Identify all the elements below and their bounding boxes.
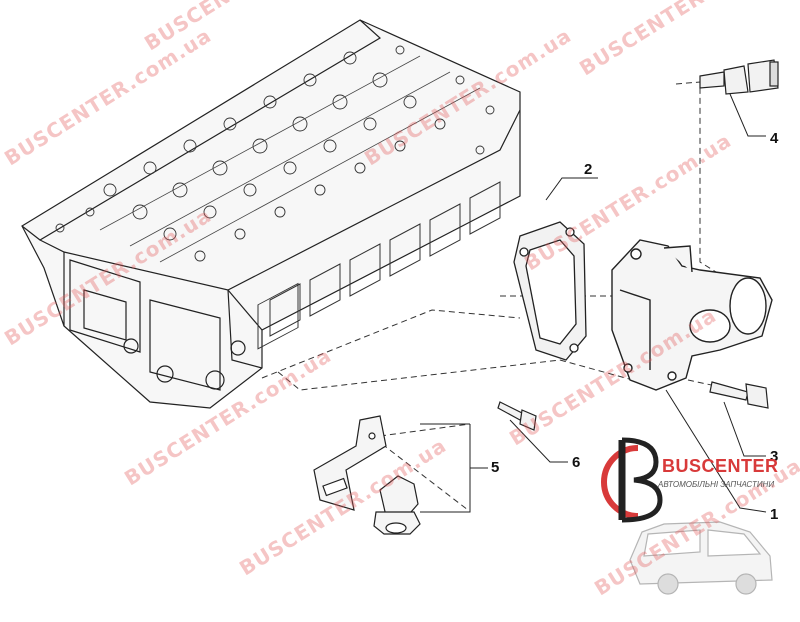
van-logo-drawing	[629, 521, 773, 595]
bolt-3-drawing	[709, 381, 769, 409]
assembly-lines	[261, 81, 717, 511]
thermostat-housing-drawing	[611, 239, 773, 391]
cylinder-head-drawing	[21, 19, 521, 409]
callout-2: 2	[584, 161, 593, 178]
temperature-sensor-drawing	[699, 59, 779, 95]
callout-4: 4	[770, 130, 779, 147]
bracket-drawing	[313, 415, 387, 511]
callout-1: 1	[770, 506, 779, 523]
brand-name: BUSCENTER	[662, 456, 779, 476]
bolt-6-drawing	[497, 401, 537, 431]
gasket-drawing	[513, 221, 587, 361]
callout-5: 5	[491, 459, 500, 476]
buscenter-logo-mark	[601, 437, 663, 523]
leader-lines	[420, 93, 767, 513]
hose-clip-drawing	[373, 475, 421, 535]
brand-tagline: АВТОМОБІЛЬНІ ЗАПЧАСТИНИ	[658, 480, 775, 489]
callout-6: 6	[572, 454, 581, 471]
callout-3: 3	[770, 448, 779, 465]
